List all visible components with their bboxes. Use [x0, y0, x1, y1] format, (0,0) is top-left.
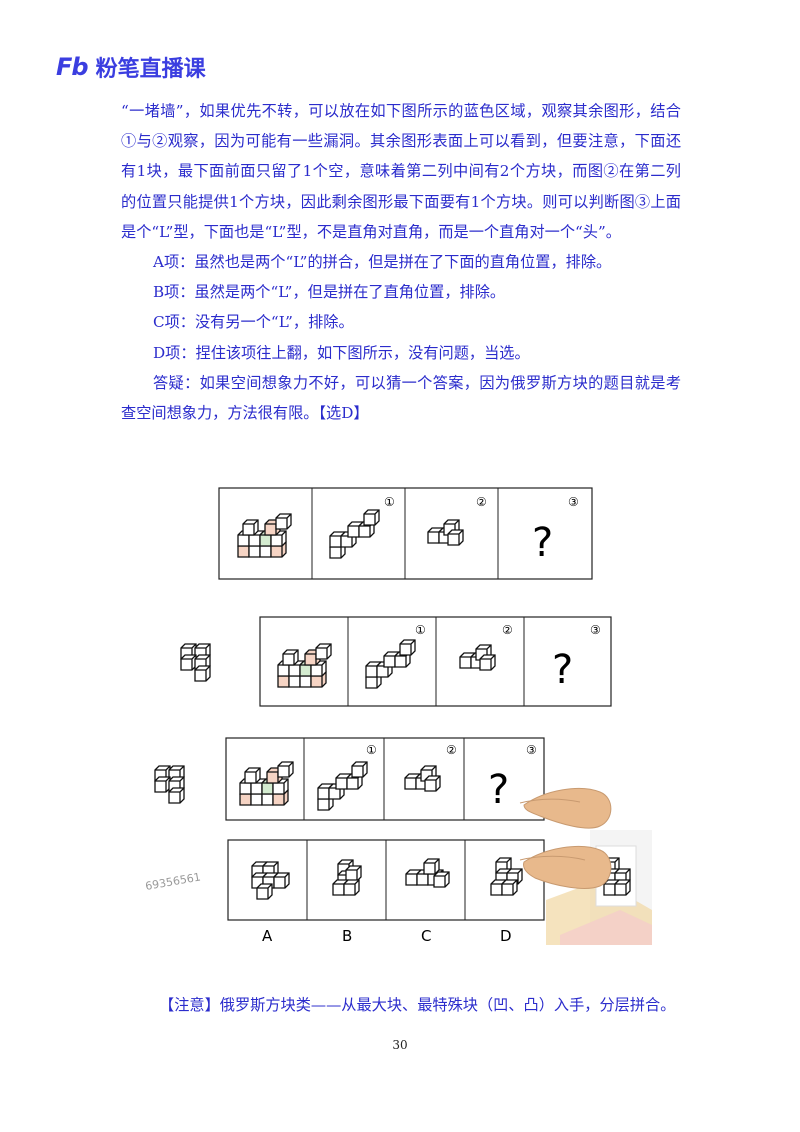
mark-2: ② — [502, 623, 513, 637]
option-label-b: B — [342, 927, 352, 945]
watermark: 69356561 — [144, 870, 201, 893]
brand-logo: Fb 粉笔直播课 — [56, 51, 206, 83]
puzzle-row-1: ① ② ③ ? — [218, 487, 593, 580]
page-number: 30 — [392, 1038, 408, 1052]
option-label-d: D — [500, 927, 512, 945]
puzzle-row-2: ① ② ③ ? — [181, 616, 612, 707]
hand-flip-illustration — [519, 787, 652, 945]
logo-mark: Fb — [56, 53, 89, 81]
piece-2-shape — [428, 520, 463, 545]
mark-1: ① — [366, 743, 377, 757]
piece-1-shape — [366, 640, 415, 688]
option-b-shape — [332, 859, 362, 896]
explanation-text: “一堵墙”，如果优先不转，可以放在如下图所示的蓝色区域，观察其余图形，结合①与②… — [121, 96, 681, 428]
paragraph-option-c: C项：没有另一个“L”，排除。 — [153, 313, 354, 332]
piece-3-shape — [155, 766, 184, 803]
wall-shape — [278, 644, 331, 687]
paragraph-answer: 答疑：如果空间想象力不好，可以猜一个答案，因为俄罗斯方块的题目就是考查空间想象力… — [121, 373, 681, 423]
mark-2: ② — [446, 743, 457, 757]
paragraph-option-d: D项：捏住该项往上翻，如下图所示，没有问题，当选。 — [153, 343, 530, 362]
paragraph-option-b: B项：虽然是两个“L”，但是拼在了直角位置，排除。 — [153, 283, 506, 302]
row-1-frame — [218, 487, 593, 580]
piece-1-shape — [330, 510, 379, 558]
option-d-shape — [490, 857, 523, 896]
question-mark: ? — [488, 767, 509, 813]
piece-1-shape — [318, 762, 367, 810]
mark-1: ① — [415, 623, 426, 637]
option-label-a: A — [262, 927, 273, 945]
flipped-piece-shape — [603, 857, 631, 896]
puzzle-row-3: ① ② ③ ? A B C D 69356561 — [144, 737, 545, 945]
question-mark: ? — [552, 647, 573, 693]
mark-3: ③ — [568, 495, 579, 509]
question-mark: ? — [532, 520, 553, 566]
mark-3: ③ — [590, 623, 601, 637]
piece-2-shape — [405, 766, 440, 791]
wall-shape — [238, 514, 291, 557]
flipped-piece-card — [595, 845, 637, 907]
paragraph-option-a: A项：虽然也是两个“L”的拼合，但是拼在了下面的直角位置，排除。 — [153, 253, 612, 272]
row-3-frame — [225, 737, 545, 821]
option-label-c: C — [421, 927, 431, 945]
wall-shape — [240, 762, 293, 805]
paragraph-analysis: “一堵墙”，如果优先不转，可以放在如下图所示的蓝色区域，观察其余图形，结合①与②… — [121, 102, 681, 241]
mark-1: ① — [384, 495, 395, 509]
option-a-shape — [251, 861, 290, 900]
logo-text: 粉笔直播课 — [95, 57, 206, 82]
option-c-shape — [405, 858, 450, 888]
mark-3: ③ — [526, 743, 537, 757]
row-2-frame — [259, 616, 612, 707]
piece-2-shape — [460, 645, 495, 670]
options-frame — [227, 839, 545, 921]
piece-3-shape — [181, 644, 210, 681]
mark-2: ② — [476, 495, 487, 509]
upper-hand — [523, 787, 612, 829]
note-text: 【注意】俄罗斯方块类——从最大块、最特殊块（凹、凸）入手，分层拼合。 — [159, 996, 676, 1014]
lower-hand — [523, 845, 612, 889]
